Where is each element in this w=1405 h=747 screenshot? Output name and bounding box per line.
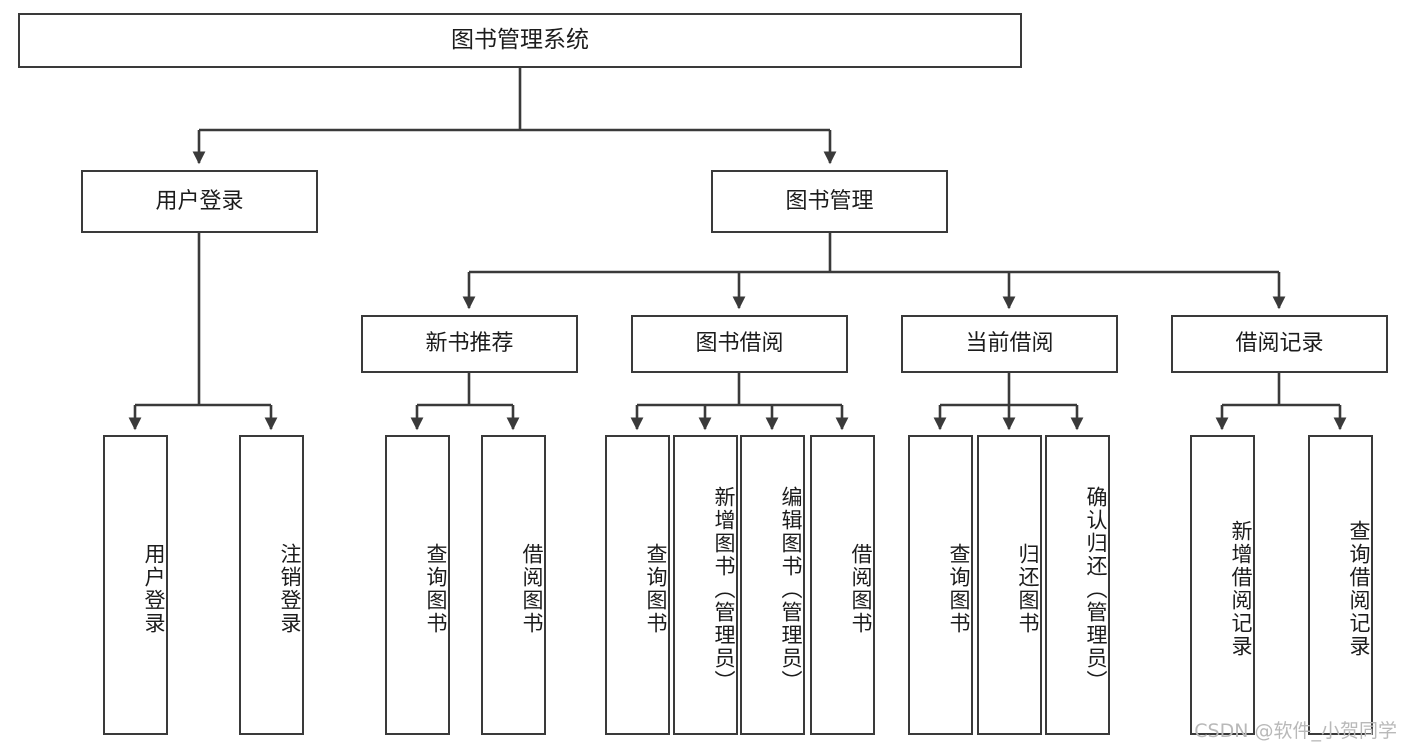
- node-label: 新增图书（管理员）: [712, 485, 736, 693]
- leaf-new-book-borrow[interactable]: 借阅图书: [481, 435, 546, 735]
- leaf-current-borrow-query[interactable]: 查询图书: [908, 435, 973, 735]
- node-root-system[interactable]: 图书管理系统: [18, 13, 1022, 68]
- leaf-current-borrow-return[interactable]: 归还图书: [977, 435, 1042, 735]
- node-borrow-record[interactable]: 借阅记录: [1171, 315, 1388, 373]
- leaf-current-borrow-confirm-return[interactable]: 确认归还（管理员）: [1045, 435, 1110, 735]
- node-label: 图书管理: [785, 188, 874, 214]
- node-label: 查询图书: [947, 543, 971, 635]
- leaf-user-login-signout[interactable]: 注销登录: [239, 435, 304, 735]
- leaf-book-borrow-lend[interactable]: 借阅图书: [810, 435, 875, 735]
- node-label: 借阅图书: [520, 543, 544, 635]
- leaf-new-book-query[interactable]: 查询图书: [385, 435, 450, 735]
- watermark-text: CSDN @软件_小贺同学: [1194, 720, 1397, 742]
- node-label: 借阅记录: [1235, 331, 1324, 357]
- node-label: 确认归还（管理员）: [1084, 485, 1108, 693]
- leaf-borrow-record-add[interactable]: 新增借阅记录: [1190, 435, 1255, 735]
- node-new-book-recommend[interactable]: 新书推荐: [361, 315, 578, 373]
- node-user-login[interactable]: 用户登录: [81, 170, 318, 233]
- node-label: 新书推荐: [425, 331, 514, 357]
- node-label: 查询图书: [644, 543, 668, 635]
- leaf-book-borrow-add[interactable]: 新增图书（管理员）: [673, 435, 738, 735]
- node-label: 用户登录: [142, 543, 166, 635]
- node-label: 图书借阅: [695, 331, 784, 357]
- leaf-book-borrow-edit[interactable]: 编辑图书（管理员）: [740, 435, 805, 735]
- node-book-borrow[interactable]: 图书借阅: [631, 315, 848, 373]
- leaf-user-login-signin[interactable]: 用户登录: [103, 435, 168, 735]
- node-current-borrow[interactable]: 当前借阅: [901, 315, 1118, 373]
- node-book-management[interactable]: 图书管理: [711, 170, 948, 233]
- node-label: 借阅图书: [849, 543, 873, 635]
- node-label: 图书管理系统: [451, 26, 589, 53]
- leaf-borrow-record-query[interactable]: 查询借阅记录: [1308, 435, 1373, 735]
- node-label: 注销登录: [278, 543, 302, 635]
- node-label: 编辑图书（管理员）: [779, 485, 803, 693]
- leaf-book-borrow-query[interactable]: 查询图书: [605, 435, 670, 735]
- node-label: 归还图书: [1016, 543, 1040, 635]
- node-label: 查询图书: [424, 543, 448, 635]
- node-label: 新增借阅记录: [1229, 520, 1253, 658]
- node-label: 用户登录: [155, 188, 244, 214]
- node-label: 查询借阅记录: [1347, 520, 1371, 658]
- node-label: 当前借阅: [965, 331, 1054, 357]
